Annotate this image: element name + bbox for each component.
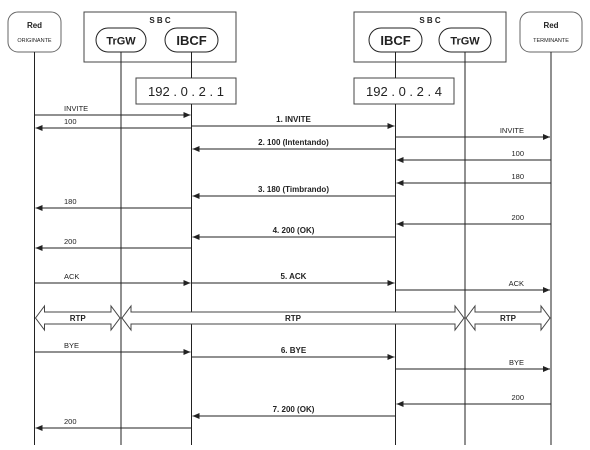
red-originante-node: Red ORIGINANTE: [7, 11, 62, 53]
message-label-core: 3. 180 (Timbrando): [258, 185, 329, 194]
rtp-label: RTP: [70, 314, 87, 323]
rtp-double-arrow: [465, 304, 551, 332]
sbc-right-title: S B C: [419, 16, 441, 25]
trgw-right-label: TrGW: [450, 36, 480, 48]
message-label: 100: [64, 117, 77, 126]
ibcf-right-label: IBCF: [380, 33, 410, 48]
message-label-core: 7. 200 (OK): [273, 405, 315, 414]
red-terminante-subtitle: TERMINANTE: [533, 38, 569, 44]
message-label: 200: [511, 213, 524, 222]
message-label: 100: [511, 149, 524, 158]
rtp-double-arrow: [121, 304, 465, 332]
message-label: INVITE: [64, 104, 88, 113]
message-label-core: 1. INVITE: [276, 115, 311, 124]
red-originante-subtitle: ORIGINANTE: [17, 38, 52, 44]
red-terminante-node: Red TERMINANTE: [519, 11, 583, 53]
ip-left-label: 192 . 0 . 2 . 1: [148, 84, 224, 99]
message-label: BYE: [509, 358, 524, 367]
sbc-left-title: S B C: [149, 16, 171, 25]
message-label-core: 6. BYE: [281, 346, 307, 355]
message-label-core: 5. ACK: [281, 272, 307, 281]
message-label: 200: [511, 393, 524, 402]
rtp-layer: RTP RTP RTP: [34, 304, 551, 332]
trgw-left-label: TrGW: [106, 36, 136, 48]
message-label: 200: [64, 417, 77, 426]
rtp-label: RTP: [500, 314, 517, 323]
message-label-core: 2. 100 (Intentando): [258, 138, 329, 147]
ip-box-right: 192 . 0 . 2 . 4: [353, 77, 455, 105]
rtp-double-arrow: [34, 304, 121, 332]
ip-box-left: 192 . 0 . 2 . 1: [135, 77, 237, 105]
message-label: ACK: [64, 272, 79, 281]
message-label: 200: [64, 237, 77, 246]
message-label: 180: [511, 172, 524, 181]
sbc-left-box: S B C TrGW IBCF: [83, 11, 237, 63]
red-terminante-title: Red: [543, 21, 558, 30]
message-label-core: 4. 200 (OK): [273, 226, 315, 235]
message-label: BYE: [64, 341, 79, 350]
ibcf-left-label: IBCF: [176, 33, 206, 48]
rtp-label: RTP: [285, 314, 302, 323]
message-label: INVITE: [500, 126, 524, 135]
message-label: 180: [64, 197, 77, 206]
ip-right-label: 192 . 0 . 2 . 4: [366, 84, 442, 99]
red-originante-title: Red: [27, 21, 42, 30]
message-label: ACK: [509, 279, 524, 288]
sbc-right-box: S B C IBCF TrGW: [353, 11, 507, 63]
lifelines: [34, 52, 552, 445]
